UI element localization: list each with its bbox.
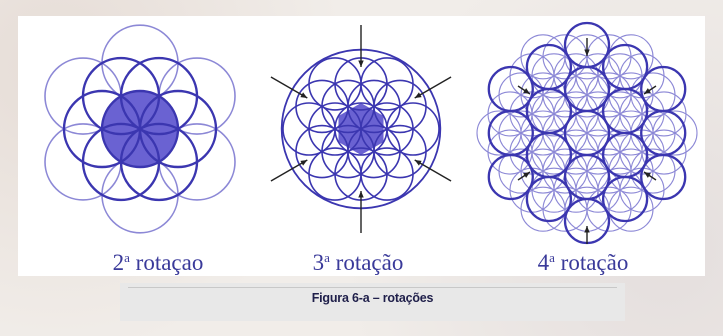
arrow-head [414, 160, 422, 166]
arrow-line [270, 76, 308, 99]
arrow-head [523, 88, 530, 94]
center-circle [100, 89, 180, 169]
panel-caption-2nd-rotation: 2a rotaçao [112, 250, 204, 275]
arrow-head [523, 172, 530, 178]
arrow-line [414, 159, 452, 182]
arrow-head [644, 172, 651, 178]
arrow-line [414, 76, 452, 99]
highlight-circle [487, 153, 534, 201]
panel-caption-3rd-rotation: 3a rotação [312, 250, 404, 275]
panel-4th-rotation [476, 21, 698, 245]
arrow-line [270, 159, 308, 182]
background-circle [652, 110, 698, 156]
panel-3rd-rotation [270, 25, 452, 233]
panel-caption-4th-rotation: 4a rotação [537, 250, 629, 275]
arrow-head [414, 92, 422, 98]
arrow-head [644, 88, 651, 94]
caption-divider [128, 287, 617, 288]
arrow-head [300, 160, 308, 166]
highlight-circle [640, 153, 687, 201]
arrow-head [358, 60, 364, 67]
highlight-circle [601, 175, 649, 223]
arrow-head [300, 92, 308, 98]
panel-2nd-rotation [44, 24, 236, 234]
caption-strip: Figura 6-a – rotações [120, 283, 625, 321]
rotations-diagram [44, 21, 698, 245]
arrow-head [584, 226, 590, 233]
highlight-circle [525, 175, 573, 223]
lattice-circle [386, 102, 440, 156]
figure-caption: Figura 6-a – rotações [311, 291, 434, 305]
arrow-head [358, 191, 364, 198]
figure-frame: 2a rotaçao 3a rotação 4a rotação [18, 16, 705, 276]
arrow-head [584, 49, 590, 56]
